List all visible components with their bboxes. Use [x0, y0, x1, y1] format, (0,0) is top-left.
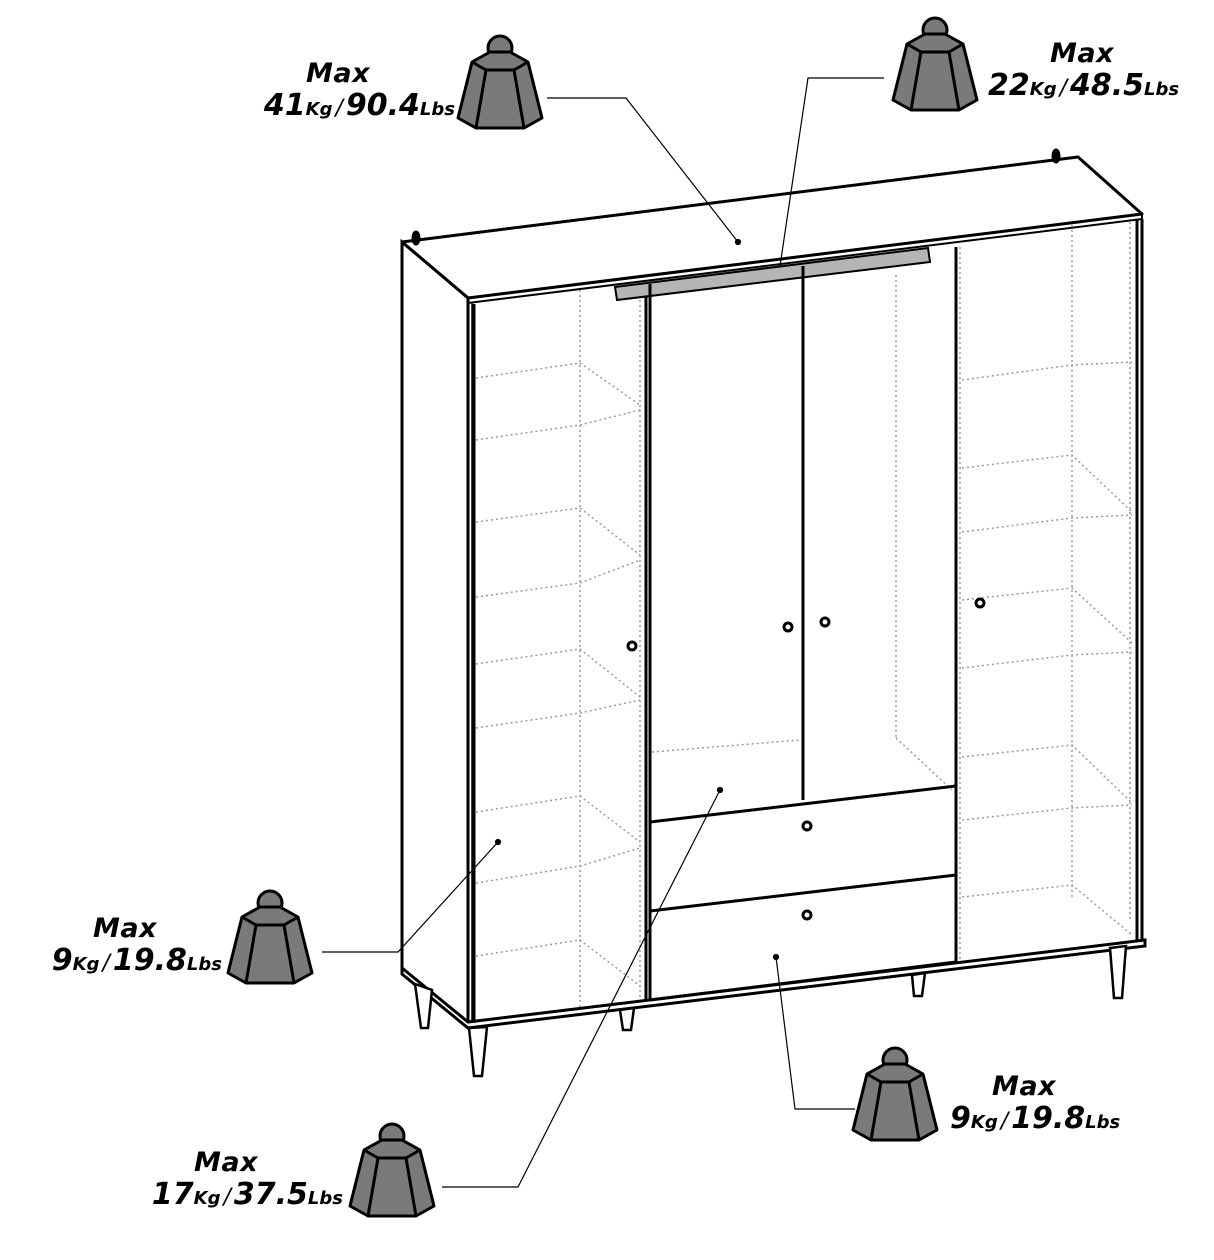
- max-label: Max: [92, 913, 157, 944]
- lbs-unit: Lbs: [1144, 79, 1180, 100]
- lbs-unit: Lbs: [1085, 1112, 1121, 1133]
- load-label-drawer: Max 9Kg/19.8Lbs: [950, 1073, 1120, 1134]
- legs: [413, 944, 1128, 1078]
- weight-icon: [348, 1122, 436, 1218]
- handle-center-right-door: [819, 616, 831, 628]
- kg-unit: Kg: [72, 954, 100, 975]
- kg-value: 9: [950, 1101, 971, 1136]
- handle-bottom-drawer: [801, 909, 813, 921]
- kg-unit: Kg: [305, 99, 333, 120]
- load-label-hanging-rail: Max 22Kg/48.5Lbs: [988, 40, 1179, 101]
- handle-top-drawer: [801, 820, 813, 832]
- lbs-unit: Lbs: [186, 954, 222, 975]
- max-label: Max: [992, 1071, 1057, 1102]
- drawer-top-edge: [649, 784, 957, 824]
- kg-value: 22: [988, 68, 1030, 103]
- lbs-unit: Lbs: [307, 1188, 343, 1209]
- separator: /: [1059, 76, 1068, 101]
- load-label-middle-floor: Max 17Kg/37.5Lbs: [125, 1149, 343, 1210]
- lbs-value: 48.5: [1070, 68, 1145, 103]
- bottom-plinth: [400, 938, 1147, 1030]
- separator: /: [335, 96, 343, 121]
- lbs-value: 37.5: [233, 1177, 308, 1212]
- lbs-value: 90.4: [345, 88, 420, 123]
- kg-unit: Kg: [193, 1188, 221, 1209]
- kg-unit: Kg: [970, 1112, 998, 1133]
- leader-lines: [322, 77, 884, 1188]
- load-label-side-shelf: Max 9Kg/19.8Lbs: [20, 915, 222, 976]
- right-compartment-shelves: [961, 222, 1133, 936]
- handle-center-left-door: [782, 621, 794, 633]
- handles: [626, 597, 986, 921]
- separator: /: [223, 1185, 231, 1210]
- weight-icon: [456, 34, 544, 130]
- drawer-divider: [649, 873, 957, 913]
- lbs-value: 19.8: [112, 943, 187, 978]
- kg-value: 9: [51, 943, 73, 978]
- kg-unit: Kg: [1029, 79, 1057, 100]
- left-compartment-shelves: [475, 290, 641, 1010]
- max-label: Max: [1050, 38, 1115, 69]
- hanging-rail: [613, 246, 932, 302]
- weight-icon: [226, 889, 314, 985]
- separator: /: [102, 951, 110, 976]
- max-label: Max: [193, 1147, 258, 1178]
- weight-icon: [851, 1046, 939, 1142]
- max-label: Max: [305, 58, 370, 89]
- handle-right-door: [974, 597, 986, 609]
- kg-value: 41: [263, 88, 306, 123]
- handle-left-door: [626, 640, 638, 652]
- lbs-unit: Lbs: [419, 99, 455, 120]
- kg-value: 17: [151, 1177, 194, 1212]
- wardrobe: [400, 148, 1147, 1078]
- left-side-panel: [400, 238, 470, 1032]
- lbs-value: 19.8: [1011, 1101, 1086, 1136]
- load-label-top-shelf: Max 41Kg/90.4Lbs: [240, 60, 455, 121]
- weight-icon: [891, 16, 979, 112]
- separator: /: [1000, 1109, 1009, 1134]
